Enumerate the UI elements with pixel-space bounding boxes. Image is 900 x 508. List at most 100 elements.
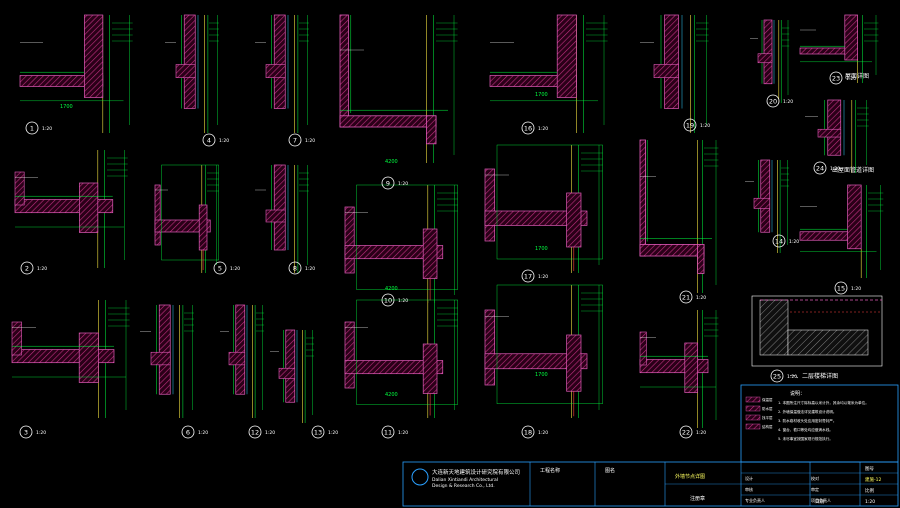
detail-number: 15 — [837, 285, 845, 293]
detail-25-title: 一、二层楼梯详图 — [790, 372, 838, 380]
detail-number: 6 — [186, 429, 190, 437]
detail-22 — [639, 310, 719, 428]
detail-19 — [640, 14, 709, 133]
detail-scale: 1:20 — [265, 430, 275, 436]
detail-15 — [799, 184, 884, 278]
detail-23 — [799, 14, 879, 83]
dim-d16: 1700 — [535, 92, 548, 98]
legend-label: 保温层 — [762, 397, 773, 402]
detail-number: 20 — [769, 98, 777, 106]
detail-scale: 1:20 — [37, 266, 47, 272]
detail-18 — [484, 284, 603, 418]
detail-scale: 1:20 — [198, 430, 208, 436]
detail-number: 18 — [524, 429, 532, 437]
legend-swatch — [745, 423, 761, 430]
detail-number: 16 — [524, 125, 532, 133]
detail-label-5: 5 1:20 — [213, 261, 240, 275]
detail-7 — [255, 14, 309, 133]
detail-number: 21 — [682, 294, 690, 302]
detail-number: 5 — [218, 265, 222, 273]
detail-11 — [344, 299, 458, 418]
detail-number: 8 — [293, 265, 297, 273]
details-layer — [11, 14, 884, 428]
sheet-no-label: 图号 — [865, 466, 874, 472]
role-label: 项目负责人 — [811, 497, 831, 503]
dim-d10: 4200 — [385, 286, 398, 292]
detail-label-21: 21 1:20 — [679, 290, 706, 304]
detail-12 — [220, 304, 265, 418]
detail-6 — [140, 304, 194, 418]
detail-scale: 1:20 — [305, 266, 315, 272]
detail-21 — [639, 139, 719, 293]
detail-scale: 1:20 — [538, 126, 548, 132]
detail-scale: 1:20 — [696, 295, 706, 301]
date-label: 日期 — [815, 499, 824, 505]
detail-14 — [745, 159, 790, 253]
dim-d18: 1700 — [535, 372, 548, 378]
detail-scale: 1:20 — [42, 126, 52, 132]
detail-24-title: 出屋面管道详图 — [832, 166, 874, 174]
drawing-label: 图名 — [605, 467, 615, 474]
detail-4 — [165, 14, 219, 133]
company-logo-icon — [411, 468, 429, 486]
detail-3 — [11, 300, 130, 418]
detail-number: 1 — [30, 125, 34, 133]
seal-label: 注册章 — [690, 495, 705, 502]
detail-number: 13 — [314, 429, 322, 437]
detail-17 — [484, 144, 603, 273]
detail-20 — [750, 19, 790, 103]
detail-label-2: 2 1:20 — [20, 261, 47, 275]
detail-label-9: 9 1:20 — [381, 176, 408, 190]
notes-title: 说明： — [790, 390, 805, 397]
role-label: 校对 — [811, 475, 819, 481]
detail-number: 7 — [293, 137, 297, 145]
detail-25-stair-plan — [751, 295, 883, 367]
legend-swatch — [745, 405, 761, 412]
detail-label-18: 18 1:20 — [521, 425, 548, 439]
detail-number: 17 — [524, 273, 532, 281]
company-name-cn: 大连新天地建筑设计研究院有限公司 — [432, 468, 520, 476]
detail-scale: 1:20 — [846, 76, 856, 82]
detail-number: 19 — [686, 122, 694, 130]
dim-d17: 1700 — [535, 246, 548, 252]
project-label: 工程名称 — [540, 467, 560, 474]
detail-number: 4 — [207, 137, 211, 145]
note-line: 4. 窗台、檐口等处均应做滴水线。 — [778, 427, 833, 432]
detail-scale: 1:20 — [696, 430, 706, 436]
detail-number: 9 — [386, 180, 390, 188]
detail-label-17: 17 1:20 — [521, 269, 548, 283]
detail-scale: 1:20 — [783, 99, 793, 105]
detail-number: 2 — [25, 265, 29, 273]
legend-label: 结构层 — [762, 424, 773, 429]
role-label: 审核 — [745, 486, 753, 492]
detail-number: 10 — [384, 297, 392, 305]
detail-number: 12 — [251, 429, 259, 437]
role-label: 专业负责人 — [745, 497, 765, 503]
detail-scale: 1:20 — [230, 266, 240, 272]
detail-scale: 1:20 — [787, 374, 797, 380]
detail-scale: 1:20 — [538, 430, 548, 436]
detail-24 — [805, 99, 869, 173]
note-line: 3. 防水卷材收头处应用密封膏封严。 — [778, 418, 836, 423]
detail-scale: 1:20 — [538, 274, 548, 280]
drawing-name: 外墙节点详图 — [675, 473, 705, 480]
detail-scale: 1:20 — [700, 123, 710, 129]
detail-5 — [154, 164, 219, 273]
company-name-en2: Design & Research Co., Ltd. — [432, 483, 495, 489]
role-label: 设计 — [745, 475, 753, 481]
detail-number: 24 — [816, 165, 824, 173]
detail-scale: 1:20 — [398, 181, 408, 187]
detail-23-title: 屋面详图 — [845, 72, 869, 80]
detail-label-6: 6 1:20 — [181, 425, 208, 439]
dim-d9: 4200 — [385, 159, 398, 165]
detail-9 — [339, 14, 458, 163]
scale-label: 比例 — [865, 487, 874, 494]
